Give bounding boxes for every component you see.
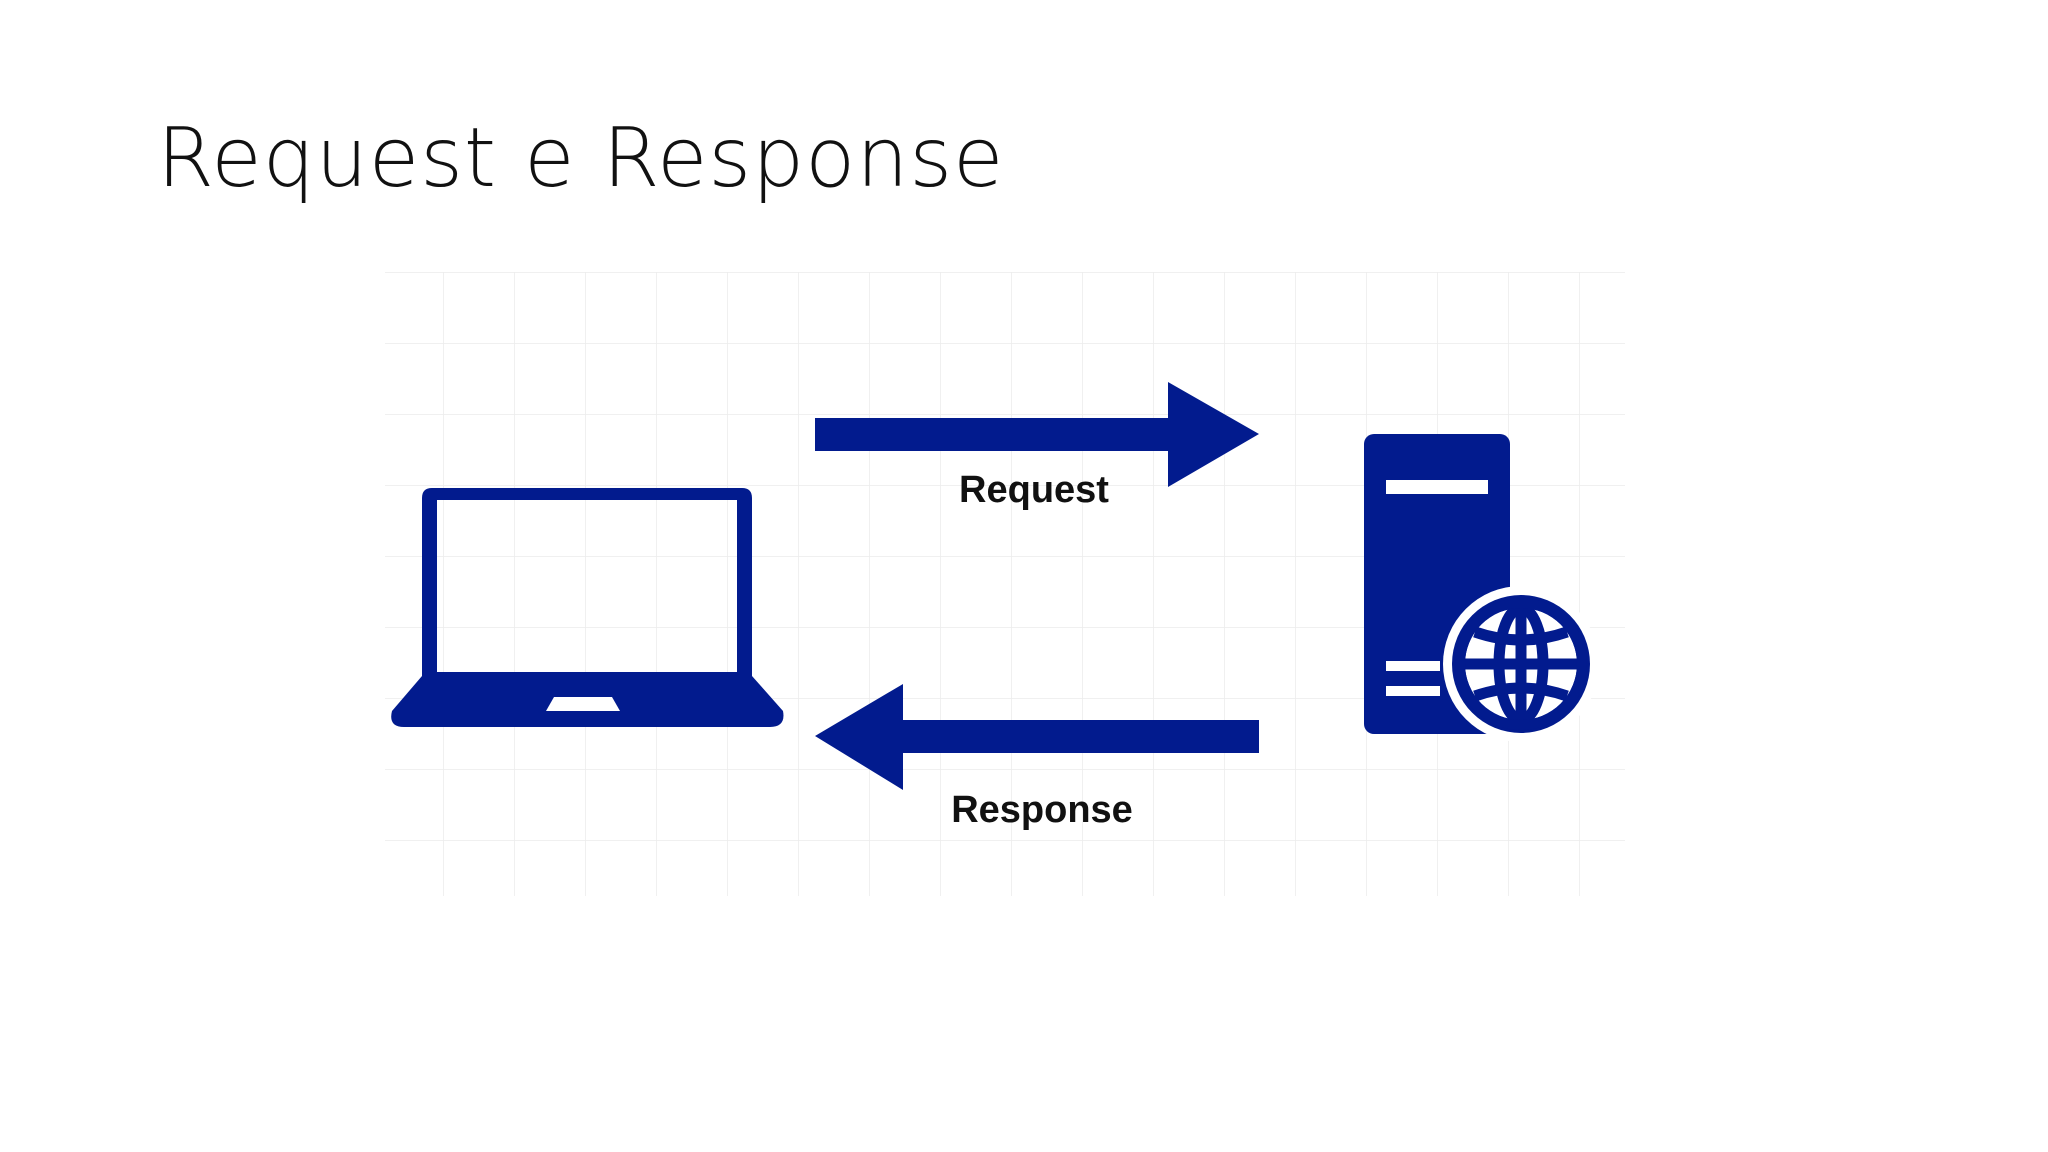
response-arrow xyxy=(815,684,1259,790)
request-label: Request xyxy=(959,469,1109,511)
response-label: Response xyxy=(951,789,1133,831)
slide-title: Request e Response xyxy=(157,111,1005,206)
web-server-icon xyxy=(1364,434,1599,742)
laptop-icon xyxy=(391,488,784,727)
request-arrow xyxy=(815,382,1259,487)
